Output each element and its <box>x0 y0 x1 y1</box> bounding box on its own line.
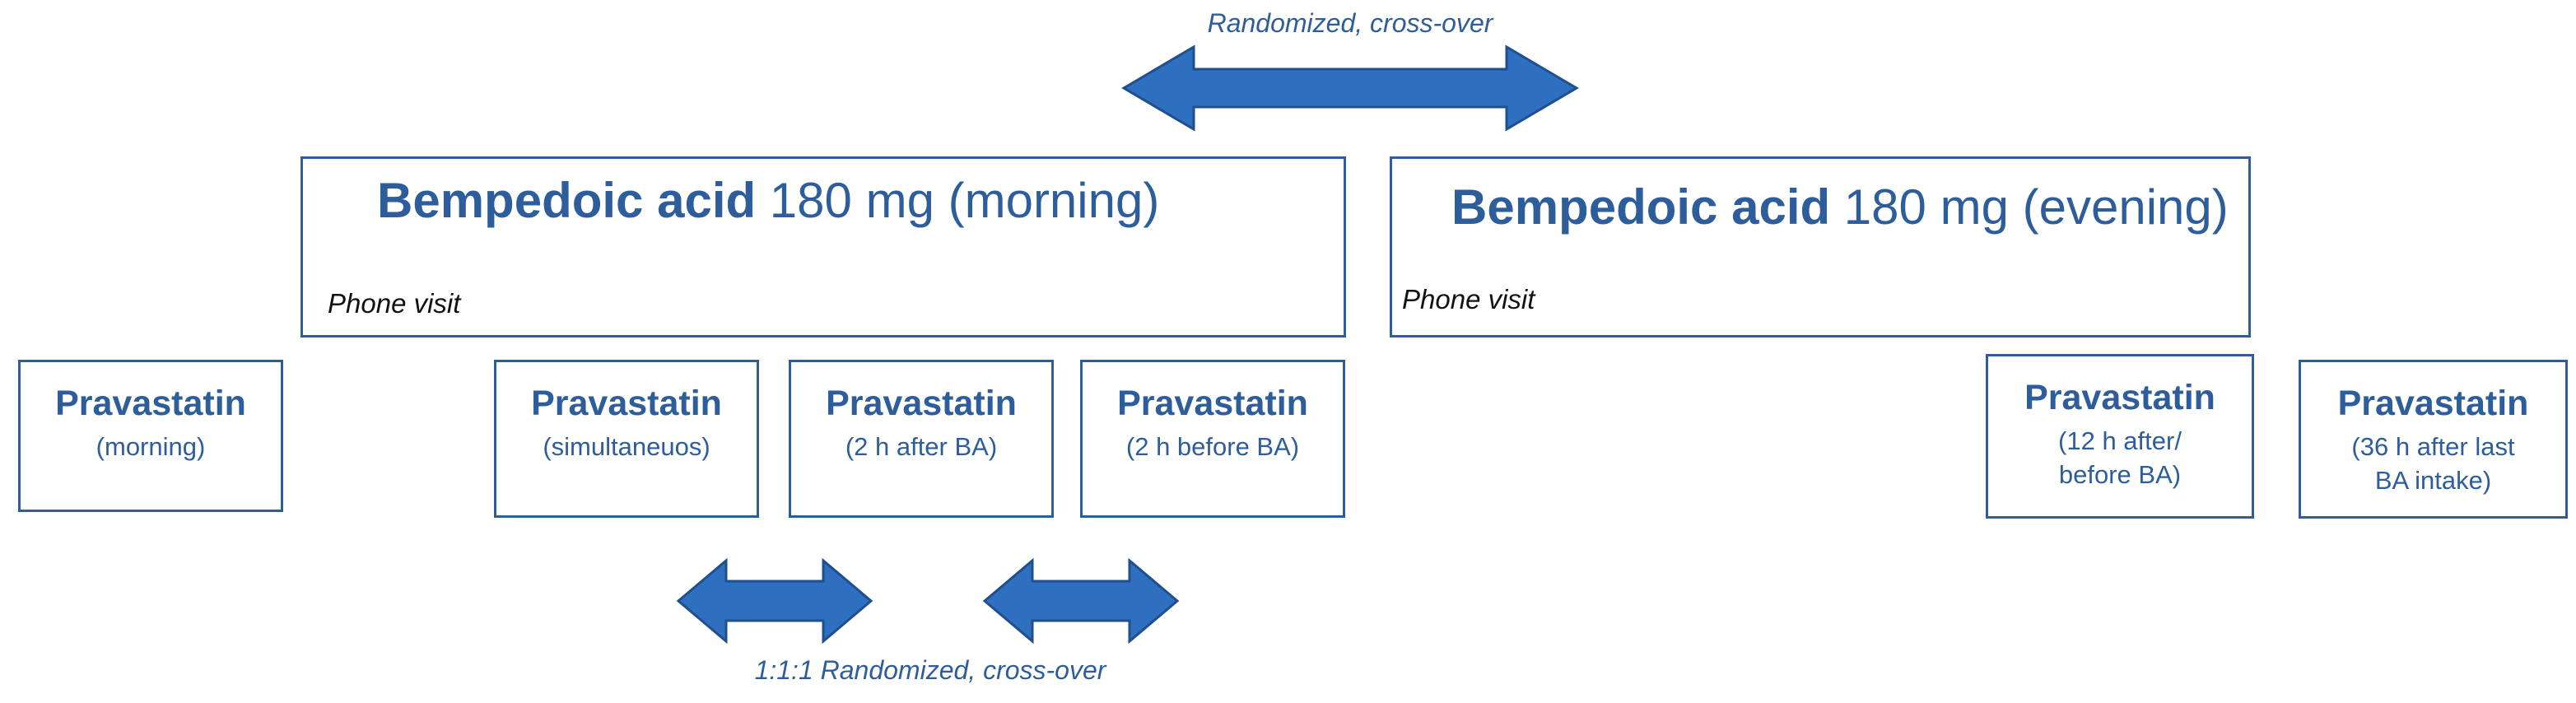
pravastatin-box-2h-before: Pravastatin (2 h before BA) <box>1080 360 1345 518</box>
pravastatin-label: Pravastatin <box>2337 384 2529 423</box>
pravastatin-label: Pravastatin <box>531 384 722 423</box>
pravastatin-box-36h: Pravastatin (36 h after last BA intake) <box>2299 360 2568 519</box>
bottom-randomization-caption: 1:1:1 Randomized, cross-over <box>754 655 1106 685</box>
period-title-drug: Bempedoic acid <box>377 173 757 228</box>
pravastatin-label: Pravastatin <box>2024 378 2215 417</box>
phone-visit-label: Phone visit <box>1402 284 1535 314</box>
period-title-drug: Bempedoic acid <box>1451 179 1831 235</box>
pravastatin-timing: (morning) <box>95 432 206 462</box>
crossover-arrow-right-icon <box>982 557 1180 645</box>
period-title-evening: Bempedoic acid 180 mg (evening) <box>1451 179 2229 235</box>
pravastatin-timing: (36 h after last BA intake) <box>2351 432 2515 495</box>
pravastatin-timing: (2 h before BA) <box>1125 432 1300 462</box>
phone-visit-label: Phone visit <box>328 288 461 319</box>
crossover-arrow-left-icon <box>676 557 873 645</box>
period-title-morning: Bempedoic acid 180 mg (morning) <box>377 172 1159 229</box>
pravastatin-label: Pravastatin <box>55 384 246 423</box>
period-title-dose: 180 mg (evening) <box>1830 179 2229 235</box>
period-box-morning: Bempedoic acid 180 mg (morning) Phone vi… <box>300 156 1346 338</box>
top-randomization-caption: Randomized, cross-over <box>1207 8 1493 38</box>
period-box-evening: Bempedoic acid 180 mg (evening) Phone vi… <box>1390 156 2251 338</box>
pravastatin-box-morning: Pravastatin (morning) <box>18 360 283 512</box>
pravastatin-label: Pravastatin <box>826 384 1017 423</box>
top-crossover-arrow-icon <box>1121 44 1579 132</box>
pravastatin-box-2h-after: Pravastatin (2 h after BA) <box>789 360 1054 518</box>
pravastatin-timing: (2 h after BA) <box>845 432 998 462</box>
pravastatin-timing: (simultaneuos) <box>543 432 710 462</box>
pravastatin-box-12h: Pravastatin (12 h after/ before BA) <box>1986 354 2254 519</box>
pravastatin-label: Pravastatin <box>1117 384 1308 423</box>
period-title-dose: 180 mg (morning) <box>756 173 1160 228</box>
pravastatin-timing: (12 h after/ before BA) <box>2058 426 2182 489</box>
pravastatin-box-simultaneous: Pravastatin (simultaneuos) <box>494 360 759 518</box>
